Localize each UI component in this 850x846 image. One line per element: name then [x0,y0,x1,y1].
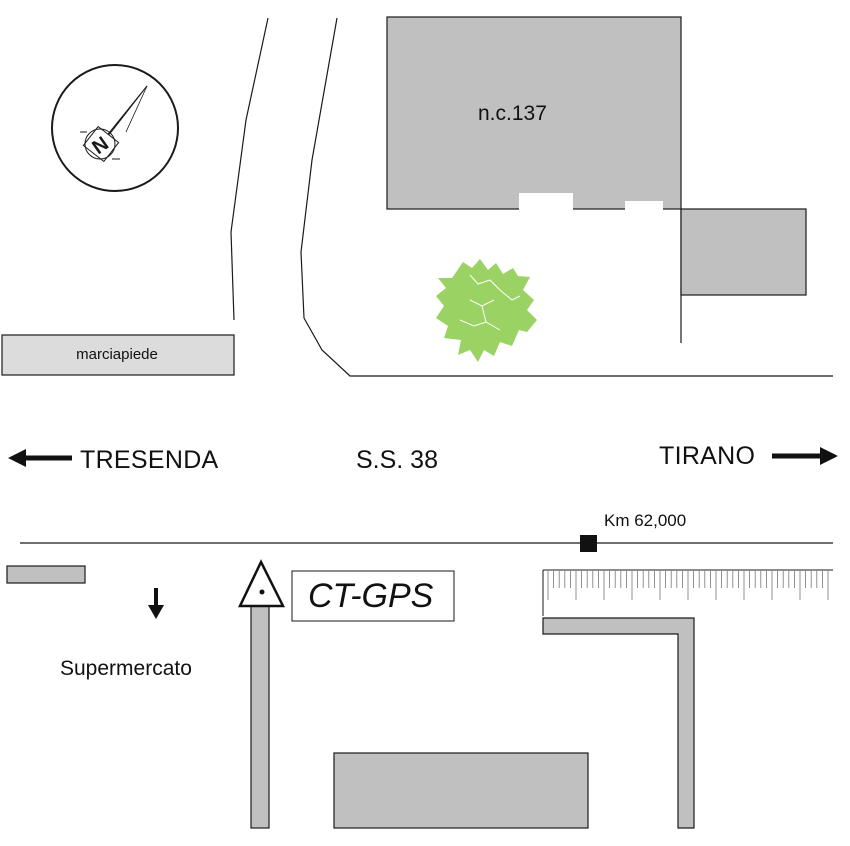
building-opening-1 [519,193,573,210]
station-label-box [291,570,455,622]
tree-icon [436,259,537,362]
arrow-right-icon [772,447,838,465]
arrow-left-icon [8,449,72,467]
direction-west-label: TRESENDA [80,446,219,474]
sidewalk [1,334,235,376]
building-south [333,752,589,829]
gps-station-triangle-icon [238,559,286,608]
store-label: Supermercato [60,657,192,680]
station-label: CT-GPS [308,577,434,615]
road-edge-west [230,17,269,321]
road-label: S.S. 38 [356,446,438,474]
sidewalk-label: marciapiede [76,346,158,363]
road-edge-curve [300,17,833,377]
compass-rose-icon: N [51,64,179,192]
building-opening-2 [625,201,663,210]
arrow-down-icon [148,588,164,619]
kilometer-marker-label: Km 62,000 [604,511,687,530]
km-marker-icon [580,535,597,552]
direction-east-label: TIRANO [659,442,756,470]
building-label: n.c.137 [478,102,547,125]
wall-east [542,617,695,829]
building-annex [680,208,807,296]
ruler-scale-icon [542,569,833,616]
small-block-west [6,565,86,584]
wall-west [250,605,270,829]
